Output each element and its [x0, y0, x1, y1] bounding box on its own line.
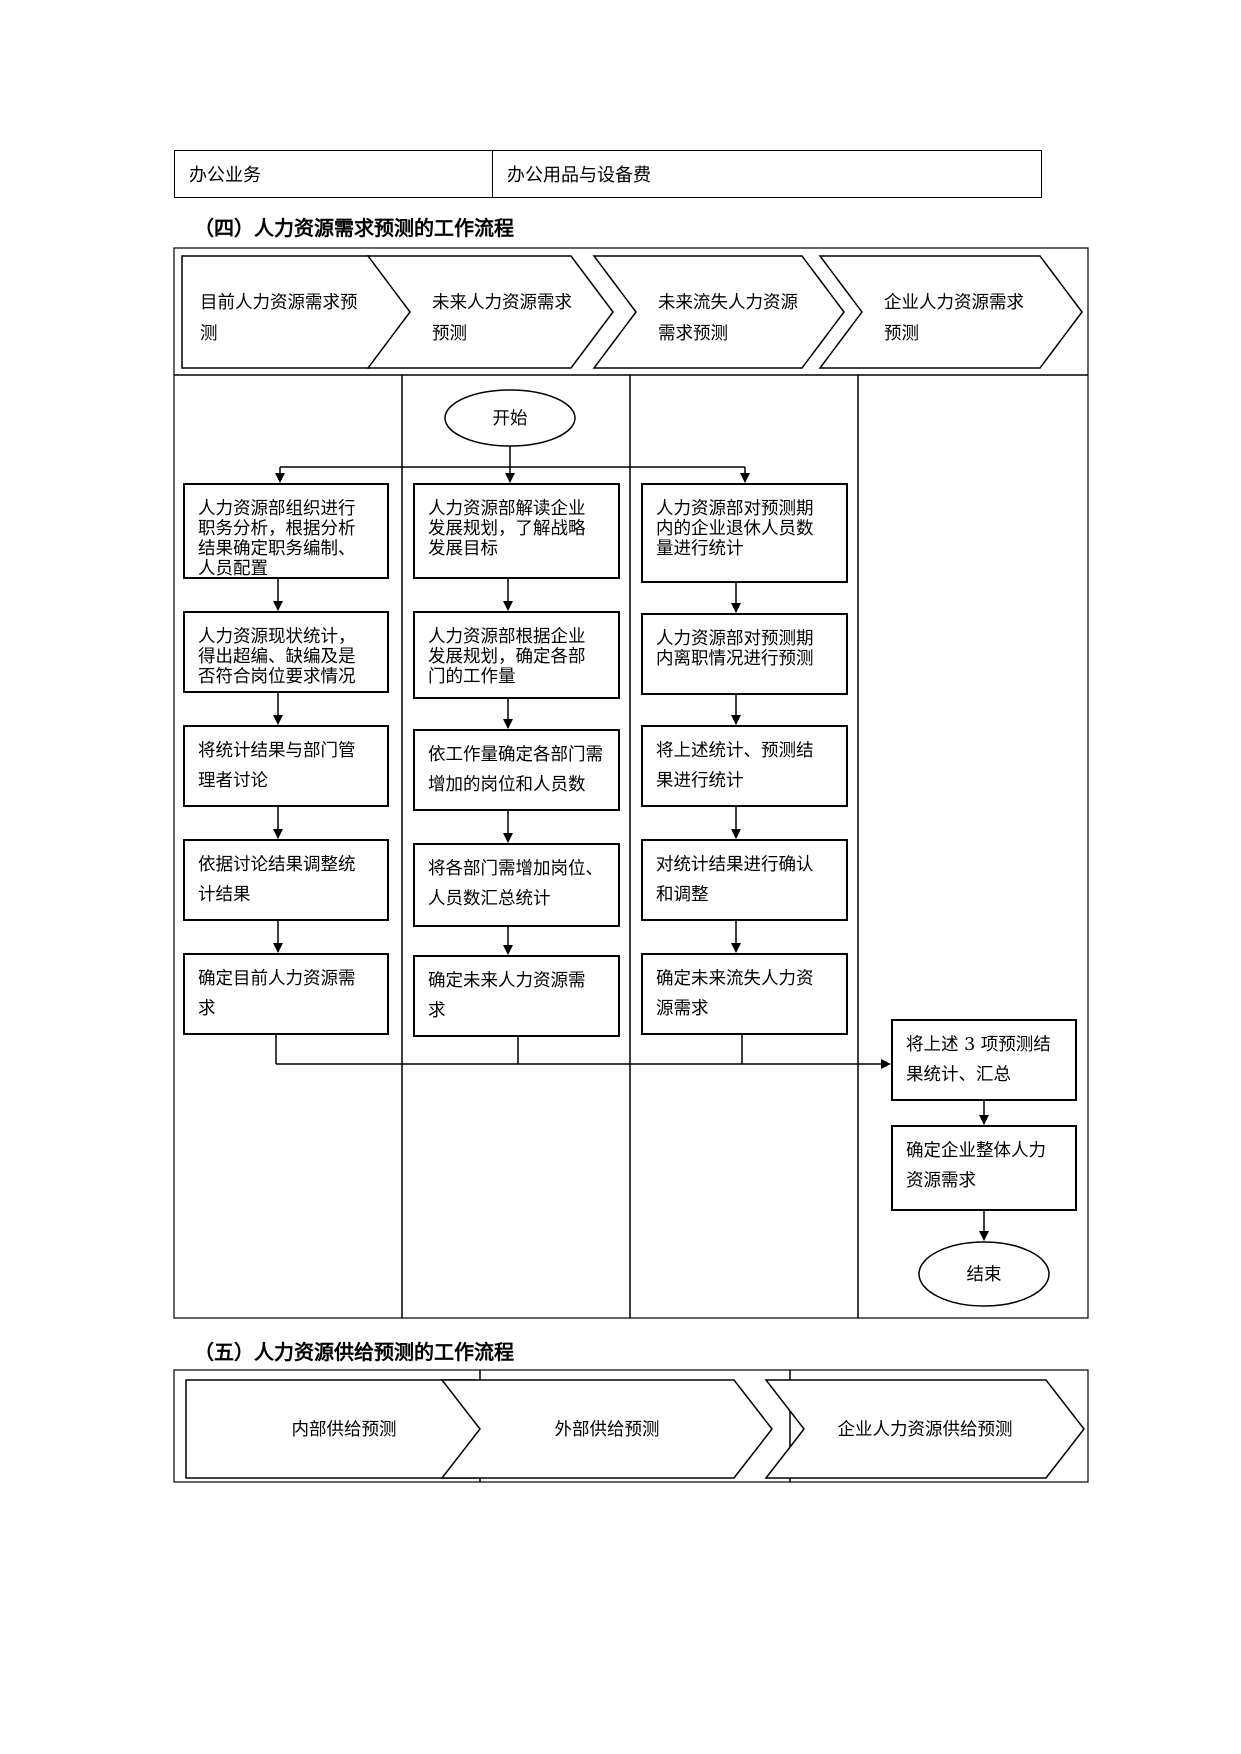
lane-header-label: 未来人力资源需求预测 [432, 293, 572, 344]
col1-step-2 [183, 611, 389, 693]
col1-step-5 [183, 953, 389, 1035]
col2-step-3-text: 依工作量确定各部门需增加的岗位和人员数 [428, 745, 603, 795]
lane-header-label: 目前人力资源需求预测 [200, 293, 358, 344]
col2-step-5 [413, 955, 620, 1037]
supply-lane-chevron [440, 1379, 773, 1479]
top-table-cell-2: 办公用品与设备费 [507, 165, 651, 186]
supply-lane-label: 外部供给预测 [555, 1420, 660, 1440]
col2-step-4-text: 将各部门需增加岗位、人员数汇总统计 [428, 859, 603, 909]
col4-step-1 [891, 1019, 1077, 1101]
col3-step-3-text: 将上述统计、预测结果进行统计 [656, 741, 814, 791]
col1-step-5-text: 确定目前人力资源需求 [198, 969, 356, 1019]
col3-step-4-text: 对统计结果进行确认和调整 [656, 855, 814, 905]
end-node [918, 1241, 1050, 1307]
col2-step-1 [413, 483, 620, 579]
col2-step-5-text: 确定未来人力资源需求 [428, 971, 586, 1021]
col1-step-3-text: 将统计结果与部门管理者讨论 [198, 741, 356, 791]
col2-step-2 [413, 611, 620, 699]
supply-lane-label: 企业人力资源供给预测 [838, 1420, 1013, 1440]
lane-header-chevron [366, 255, 614, 369]
lane-header-label: 企业人力资源需求预测 [884, 293, 1024, 344]
col4-step-1-text: 将上述 3 项预测结果统计、汇总 [906, 1035, 1051, 1085]
col3-step-4 [641, 839, 848, 921]
lane-header-chevron [818, 255, 1083, 369]
top-table-cell-1: 办公业务 [175, 151, 493, 197]
supply-lane-label: 内部供给预测 [292, 1420, 397, 1440]
col1-step-1-text: 人力资源部组织进行职务分析，根据分析结果确定职务编制、人员配置 [198, 499, 356, 579]
col4-step-2 [891, 1125, 1077, 1211]
col1-step-4 [183, 839, 389, 921]
supply-lane-chevron [764, 1379, 1085, 1479]
top-table: 办公业务 办公用品与设备费 [174, 150, 1042, 198]
col1-step-4-text: 依据讨论结果调整统计结果 [198, 855, 356, 905]
section4-heading: （四）人力资源需求预测的工作流程 [194, 216, 514, 240]
lane-header-label: 未来流失人力资源需求预测 [658, 293, 798, 344]
col3-step-2 [641, 613, 848, 695]
col3-step-3 [641, 725, 848, 807]
col2-step-1-text: 人力资源部解读企业发展规划，了解战略发展目标 [428, 499, 586, 559]
section5-heading: （五）人力资源供给预测的工作流程 [194, 1340, 514, 1364]
col4-step-2-text: 确定企业整体人力资源需求 [906, 1141, 1046, 1191]
col2-step-3 [413, 729, 620, 811]
col1-step-1 [183, 483, 389, 579]
lane-header-chevron [592, 255, 845, 369]
col2-step-2-text: 人力资源部根据企业发展规划，确定各部门的工作量 [428, 627, 586, 687]
col3-step-1 [641, 483, 848, 583]
col2-step-4 [413, 843, 620, 927]
col3-step-5 [641, 953, 848, 1035]
col1-step-2-text: 人力资源现状统计，得出超编、缺编及是否符合岗位要求情况 [198, 627, 356, 687]
start-label: 开始 [493, 409, 528, 429]
end-label: 结束 [967, 1265, 1002, 1285]
col3-step-5-text: 确定未来流失人力资源需求 [656, 969, 814, 1019]
col3-step-2-text: 人力资源部对预测期内离职情况进行预测 [656, 629, 814, 669]
section5-frame [173, 1369, 1089, 1483]
section4-frame [173, 247, 1089, 1319]
col1-step-3 [183, 725, 389, 807]
col3-step-1-text: 人力资源部对预测期内的企业退休人员数量进行统计 [656, 499, 814, 559]
